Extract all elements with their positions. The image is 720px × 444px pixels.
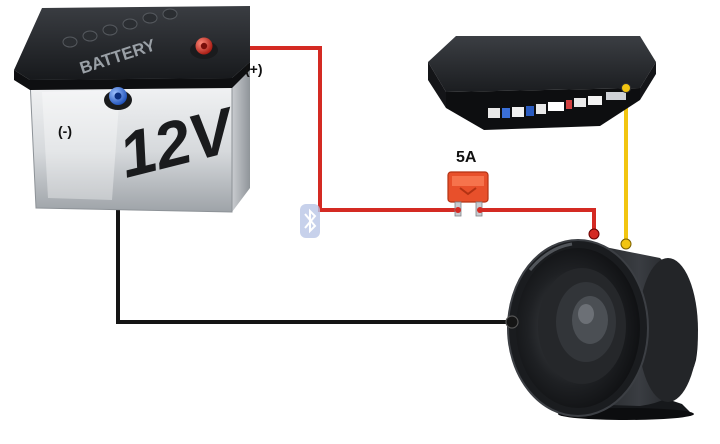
alarm-control-module	[428, 36, 656, 130]
siren-horn	[505, 228, 698, 420]
positive-label: (+)	[245, 61, 263, 77]
battery: BATTERY 12V	[14, 6, 250, 213]
positive-wire-battery-to-fuse	[205, 46, 457, 212]
fuse-rating-label: 5A	[456, 149, 477, 166]
positive-wire-fuse-to-horn	[482, 208, 596, 234]
fuse	[447, 171, 489, 217]
module-connectors	[488, 92, 626, 118]
bluetooth-icon	[300, 204, 320, 238]
negative-label: (-)	[58, 123, 72, 139]
negative-terminal	[104, 87, 132, 110]
positive-terminal	[190, 37, 218, 59]
battery-vent-caps	[62, 8, 178, 48]
